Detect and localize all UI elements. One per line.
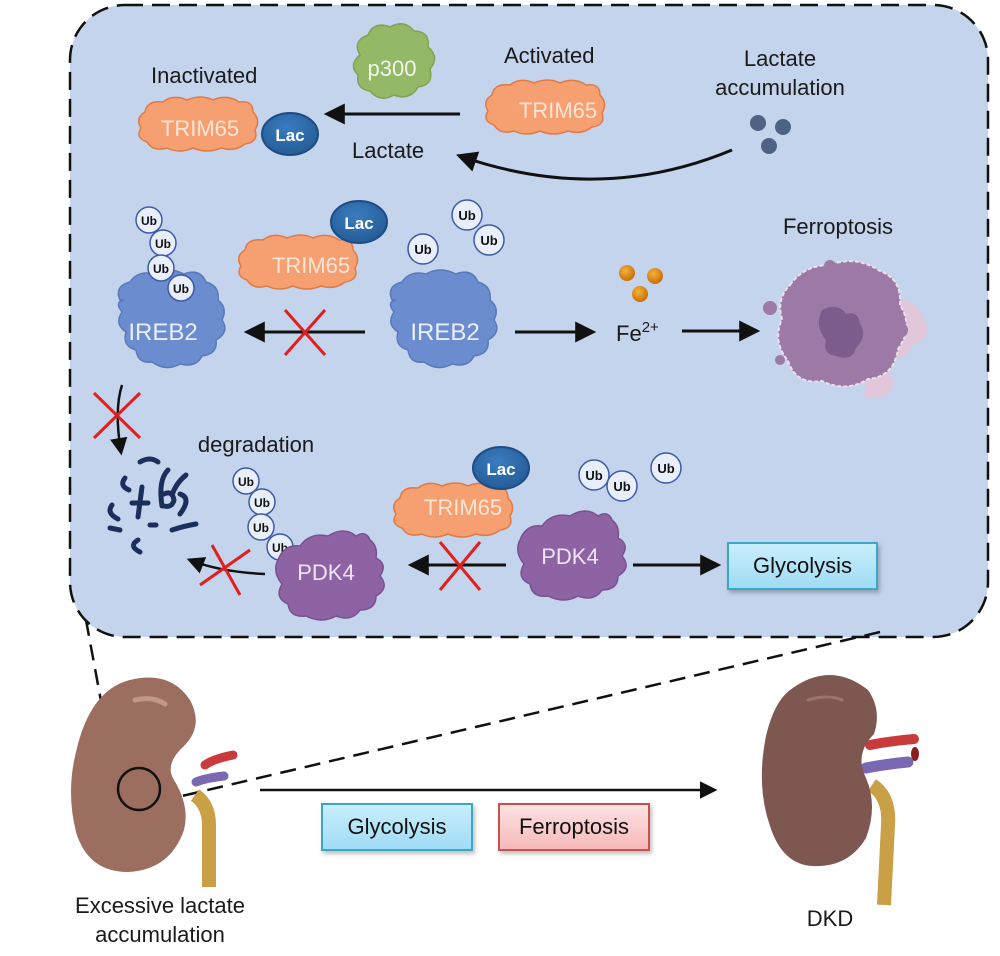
ub-label: Ub <box>173 282 189 296</box>
ub-label: Ub <box>613 479 630 494</box>
ireb2-stable: IREB2 <box>389 269 498 369</box>
trim65-lactylated-middle: TRIM65 Lac <box>238 200 388 290</box>
ub-label: Ub <box>480 233 497 248</box>
lactate-molecules <box>750 115 791 154</box>
fe-label: Fe2+ <box>616 319 659 346</box>
lactate-accumulation-label-line2: accumulation <box>715 75 845 100</box>
dkd-kidney <box>761 675 919 906</box>
right-kidney-caption: DKD <box>806 906 854 931</box>
pdk4-ubiquitinated: PDK4 <box>275 530 385 621</box>
lac-modification <box>472 446 530 490</box>
block-x-icon <box>283 309 327 356</box>
trim65-activated-label: TRIM65 <box>519 98 597 123</box>
ireb2-right-label: IREB2 <box>410 319 479 346</box>
free-ub-bottom: Ub Ub Ub <box>578 452 682 502</box>
left-kidney-caption-line2: accumulation <box>95 922 225 947</box>
ub-label: Ub <box>657 461 674 476</box>
ub-chain-ireb2: Ub Ub Ub Ub <box>135 206 195 302</box>
ferroptosis-label: Ferroptosis <box>783 214 893 239</box>
pdk4-right-label: PDK4 <box>541 544 598 569</box>
lac-modification <box>330 200 388 244</box>
glycolysis-box-panel: Glycolysis <box>727 542 878 590</box>
ireb2-ubiquitinated: IREB2 <box>117 269 226 369</box>
iron-ions <box>619 265 663 302</box>
left-kidney-caption-line1: Excessive lactate <box>75 893 245 918</box>
trim65-inactivated-label: TRIM65 <box>161 116 239 141</box>
ub-label: Ub <box>253 521 269 535</box>
ub-label: Ub <box>254 496 270 510</box>
lac-modification <box>261 112 319 156</box>
arrow-lactate-curve <box>456 148 733 181</box>
lactate-arrow-label: Lactate <box>352 138 425 163</box>
trim65-bottom-label: TRIM65 <box>424 495 502 520</box>
inactivated-label: Inactivated <box>151 63 258 88</box>
ub-label: Ub <box>153 262 169 276</box>
pdk4-stable: PDK4 <box>517 510 627 601</box>
ub-label: Ub <box>141 214 157 228</box>
lac-label: Lac <box>486 460 515 479</box>
p300-protein: p300 <box>352 23 436 99</box>
ub-label: Ub <box>585 468 602 483</box>
ub-chain-pdk4: Ub Ub Ub Ub <box>232 467 294 561</box>
ireb2-left-label: IREB2 <box>128 319 197 346</box>
ub-label: Ub <box>414 242 431 257</box>
zoom-panel <box>68 3 990 639</box>
trim65-lactylated-bottom: TRIM65 Lac <box>393 446 530 538</box>
block-x-icon <box>199 544 251 596</box>
degradation-fragments-icon <box>107 456 199 555</box>
free-ub-middle: Ub Ub Ub <box>407 199 505 265</box>
activated-label: Activated <box>504 43 595 68</box>
ub-label: Ub <box>155 237 171 251</box>
trim65-activated: TRIM65 <box>485 79 606 135</box>
block-x-icon <box>438 541 482 591</box>
ub-label: Ub <box>458 208 475 223</box>
pdk4-left-label: PDK4 <box>297 560 354 585</box>
ferroptosis-box: Ferroptosis <box>498 803 650 851</box>
p300-label: p300 <box>368 56 417 81</box>
trim65-middle-label: TRIM65 <box>272 253 350 278</box>
lactate-accumulation-label-line1: Lactate <box>743 46 817 71</box>
ferroptotic-cell <box>763 260 928 399</box>
trim65-inactivated: TRIM65 Lac <box>138 96 319 156</box>
degradation-label: degradation <box>198 432 314 457</box>
lac-label: Lac <box>275 126 304 145</box>
block-x-icon <box>92 391 142 440</box>
glycolysis-box: Glycolysis <box>321 803 473 851</box>
healthy-kidney <box>71 677 238 887</box>
zoom-connector-right <box>164 630 881 802</box>
ub-label: Ub <box>238 475 254 489</box>
zoom-circle <box>116 766 162 812</box>
lac-label: Lac <box>344 214 373 233</box>
